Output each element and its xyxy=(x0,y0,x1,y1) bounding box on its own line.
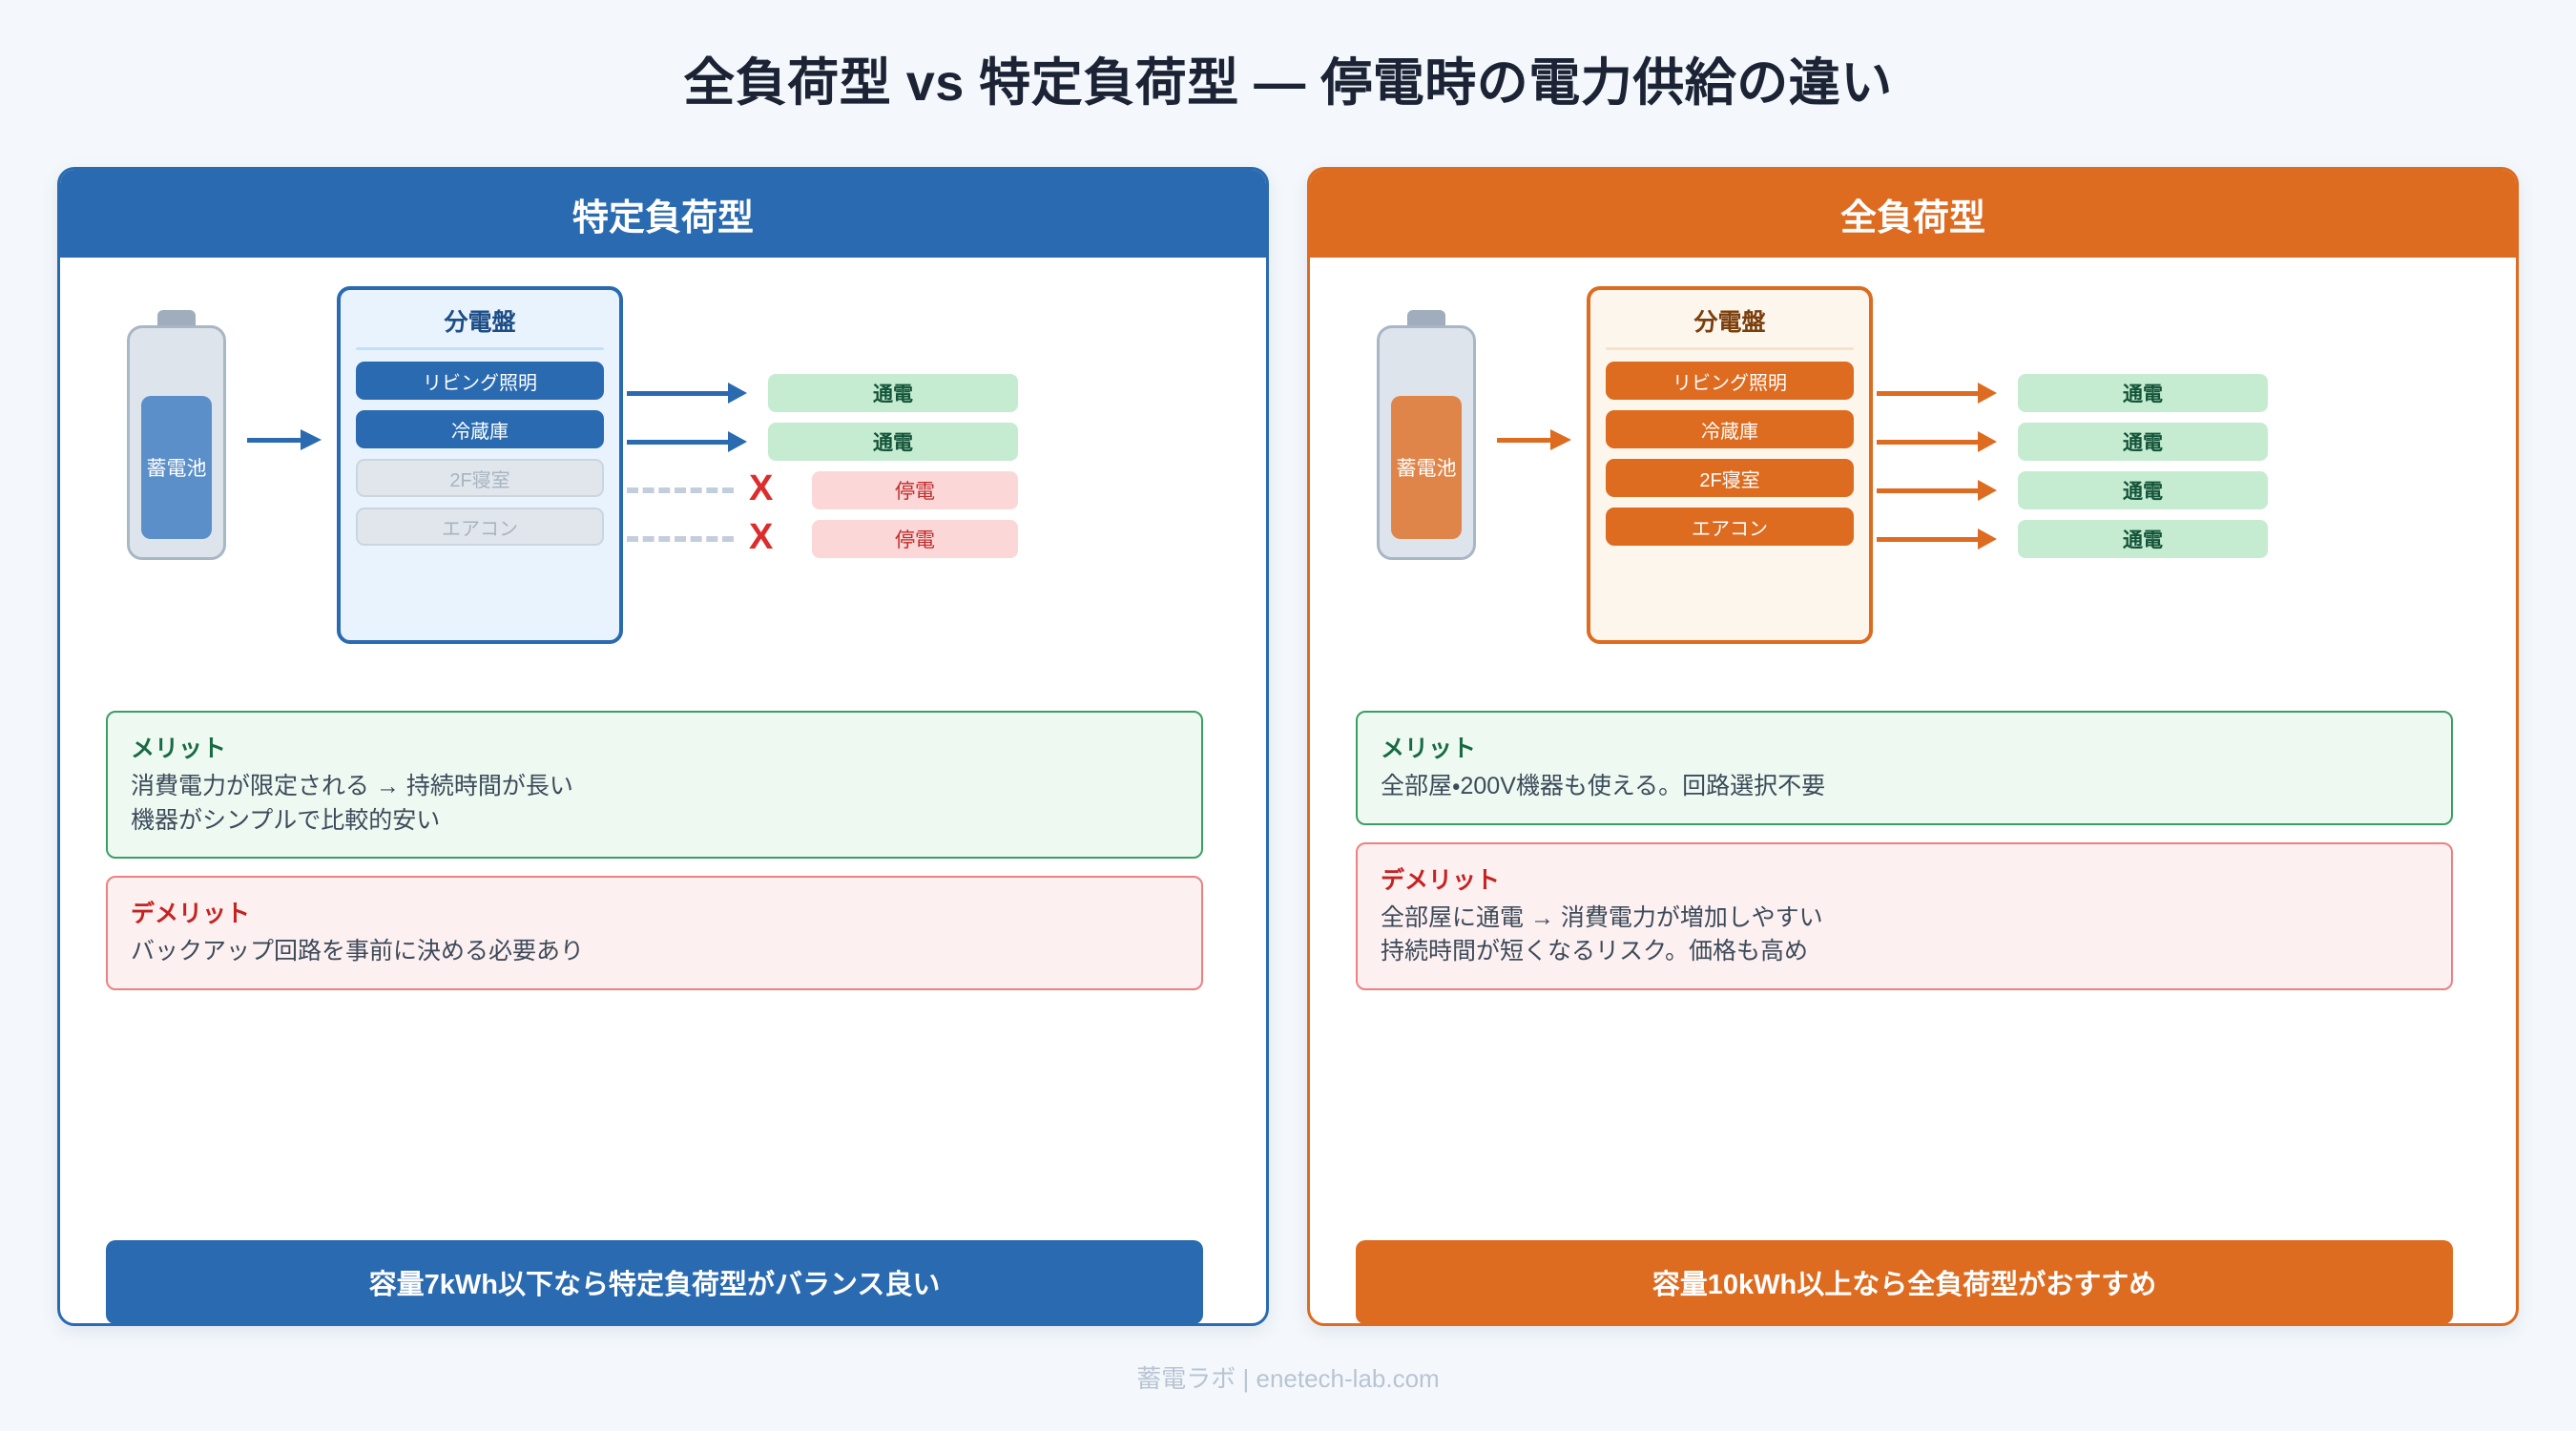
blocked-mark-icon: X xyxy=(749,517,774,557)
distribution-board-specific-load: 分電盤 リビング照明 冷蔵庫 2F寝室 エアコン xyxy=(337,286,623,644)
result-status-badge: 停電 xyxy=(812,471,1018,509)
result-status-badge: 通電 xyxy=(768,423,1018,461)
result-status-badge: 停電 xyxy=(812,520,1018,558)
battery-icon: 蓄電池 xyxy=(127,310,226,560)
circuit-connector-arrow-icon xyxy=(1877,383,1999,404)
circuit-row[interactable]: 2F寝室 xyxy=(1606,459,1854,497)
circuit-row[interactable]: リビング照明 xyxy=(1606,362,1854,400)
demerit-box: デメリット 全部屋に通電 → 消費電力が増加しやすい 持続時間が短くなるリスク。… xyxy=(1356,841,2453,990)
demerit-line: バックアップ回路を事前に決める必要あり xyxy=(131,938,585,964)
circuit-connector-arrow-icon xyxy=(1877,431,1999,452)
conclusion-banner-full-load: 容量10kWh以上なら全負荷型がおすすめ xyxy=(1356,1240,2453,1323)
merit-line: 全部屋・200V機器も使える。回路選択不要 xyxy=(1381,773,1826,799)
divider xyxy=(1606,347,1854,350)
demerit-title: デメリット xyxy=(1381,866,1501,894)
demerit-box: デメリット バックアップ回路を事前に決める必要あり xyxy=(106,876,1203,990)
circuit-connector-arrow-icon xyxy=(1877,480,1999,501)
notes-section-specific-load: メリット 消費電力が限定される → 持続時間が長い 機器がシンプルで比較的安い … xyxy=(106,711,1203,1007)
merit-line: 機器がシンプルで比較的安い xyxy=(131,806,441,834)
comparison-card-specific-load: 特定負荷型 蓄電池 分電盤 リビング照明 冷蔵庫 2F寝室 エアコン xyxy=(57,167,1269,1326)
conclusion-banner-specific-load: 容量7kWh以下なら特定負荷型がバランス良い xyxy=(106,1240,1203,1323)
card-header-full-load: 全負荷型 xyxy=(1310,170,2516,258)
power-flow-diagram-specific-load: 蓄電池 分電盤 リビング照明 冷蔵庫 2F寝室 エアコン xyxy=(60,258,1266,668)
battery-to-board-arrow-icon xyxy=(247,429,322,450)
comparison-card-full-load: 全負荷型 蓄電池 分電盤 リビング照明 冷蔵庫 2F寝室 エアコン xyxy=(1307,167,2519,1326)
circuit-row[interactable]: エアコン xyxy=(1606,508,1854,546)
distribution-board-full-load: 分電盤 リビング照明 冷蔵庫 2F寝室 エアコン xyxy=(1587,286,1873,644)
blocked-mark-icon: X xyxy=(749,468,774,508)
distribution-board-title: 分電盤 xyxy=(444,309,516,336)
circuit-connector-arrow-icon xyxy=(627,431,749,452)
battery-label: 蓄電池 xyxy=(141,396,212,539)
divider xyxy=(356,347,604,350)
merit-box: メリット 全部屋・200V機器も使える。回路選択不要 xyxy=(1356,711,2453,825)
demerit-line: 持続時間が短くなるリスク。価格も高め xyxy=(1381,938,1809,964)
result-status-badge: 通電 xyxy=(768,374,1018,412)
footer-credit: 蓄電ラボ | enetech-lab.com xyxy=(1136,1364,1440,1393)
merit-title: メリット xyxy=(1381,736,1477,762)
demerit-title: デメリット xyxy=(131,901,251,927)
demerit-line: 全部屋に通電 → 消費電力が増加しやすい xyxy=(1381,903,1823,931)
merit-title: メリット xyxy=(131,736,227,762)
circuit-row[interactable]: 2F寝室 xyxy=(356,459,604,497)
circuit-row[interactable]: 冷蔵庫 xyxy=(1606,410,1854,448)
merit-line: 消費電力が限定される → 持続時間が長い xyxy=(131,773,573,799)
result-status-badge: 通電 xyxy=(2018,374,2268,412)
circuit-connector-arrow-icon xyxy=(627,383,749,404)
notes-section-full-load: メリット 全部屋・200V機器も使える。回路選択不要 デメリット 全部屋に通電 … xyxy=(1356,711,2453,1007)
result-status-badge: 通電 xyxy=(2018,520,2268,558)
card-header-specific-load: 特定負荷型 xyxy=(60,170,1266,258)
result-status-badge: 通電 xyxy=(2018,423,2268,461)
circuit-row[interactable]: エアコン xyxy=(356,508,604,546)
battery-icon: 蓄電池 xyxy=(1377,310,1476,560)
circuit-row[interactable]: リビング照明 xyxy=(356,362,604,400)
result-status-badge: 通電 xyxy=(2018,471,2268,509)
battery-label: 蓄電池 xyxy=(1391,396,1462,539)
circuit-row[interactable]: 冷蔵庫 xyxy=(356,410,604,448)
power-flow-diagram-full-load: 蓄電池 分電盤 リビング照明 冷蔵庫 2F寝室 エアコン xyxy=(1310,258,2516,668)
page-title: 全負荷型 vs 特定負荷型 ― 停電時の電力供給の違い xyxy=(683,54,1893,112)
merit-box: メリット 消費電力が限定される → 持続時間が長い 機器がシンプルで比較的安い xyxy=(106,711,1203,859)
battery-to-board-arrow-icon xyxy=(1497,429,1571,450)
distribution-board-title: 分電盤 xyxy=(1693,309,1766,336)
circuit-connector-dashed-icon xyxy=(627,480,734,501)
circuit-connector-arrow-icon xyxy=(1877,529,1999,550)
circuit-connector-dashed-icon xyxy=(627,529,734,550)
